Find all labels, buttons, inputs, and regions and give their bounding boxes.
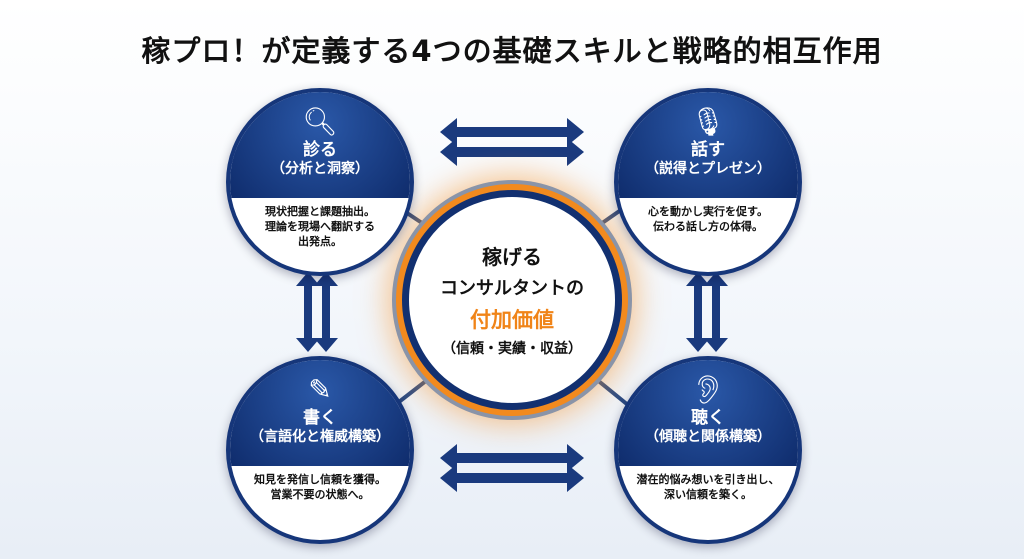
- skill-name: 話す: [691, 140, 725, 160]
- double-arrow-bottom: [440, 444, 584, 492]
- center-line3: 付加価値: [470, 308, 554, 332]
- skill-description: 現状把握と課題抽出。理論を現場へ翻訳する出発点。: [265, 205, 375, 248]
- magnifier-chart-icon: 🔍︎: [302, 105, 338, 138]
- document-pen-icon: ✎: [308, 373, 332, 406]
- double-arrow-left: [296, 272, 338, 352]
- skill-node-diagnose: 🔍︎ 診る （分析と洞察） 現状把握と課題抽出。理論を現場へ翻訳する出発点。: [226, 88, 414, 276]
- skill-subtitle: （分析と洞察）: [271, 161, 369, 177]
- page-title: 稼プロ！が定義する4つの基礎スキルと戦略的相互作用: [141, 34, 883, 68]
- skill-node-write: ✎ 書く （言語化と権威構築） 知見を発信し信頼を獲得。営業不要の状態へ。: [226, 356, 414, 544]
- center-line2: コンサルタントの: [440, 278, 584, 299]
- skill-name: 書く: [303, 408, 337, 428]
- skill-description: 潜在的悩み想いを引き出し、深い信頼を築く。: [636, 473, 780, 501]
- double-arrow-top: [440, 118, 584, 166]
- ear-icon: 👂︎: [690, 373, 726, 406]
- center-line1: 稼げる: [482, 245, 542, 269]
- center-line4: （信頼・実績・収益）: [442, 341, 582, 357]
- skill-name: 診る: [303, 140, 337, 160]
- skill-subtitle: （言語化と権威構築）: [250, 429, 390, 445]
- microphone-speech-icon: 🎙︎: [690, 105, 726, 138]
- skill-description: 心を動かし実行を促す。伝わる話し方の体得。: [648, 205, 768, 233]
- center-value-circle: 稼げる コンサルタントの 付加価値 （信頼・実績・収益）: [402, 190, 622, 410]
- skill-name: 聴く: [691, 408, 725, 428]
- skill-subtitle: （説得とプレゼン）: [645, 161, 771, 177]
- skill-node-listen: 👂︎ 聴く （傾聴と関係構築） 潜在的悩み想いを引き出し、深い信頼を築く。: [614, 356, 802, 544]
- double-arrow-right: [686, 272, 728, 352]
- skill-subtitle: （傾聴と関係構築）: [645, 429, 771, 445]
- skill-node-speak: 🎙︎ 話す （説得とプレゼン） 心を動かし実行を促す。伝わる話し方の体得。: [614, 88, 802, 276]
- skill-description: 知見を発信し信頼を獲得。営業不要の状態へ。: [254, 473, 386, 501]
